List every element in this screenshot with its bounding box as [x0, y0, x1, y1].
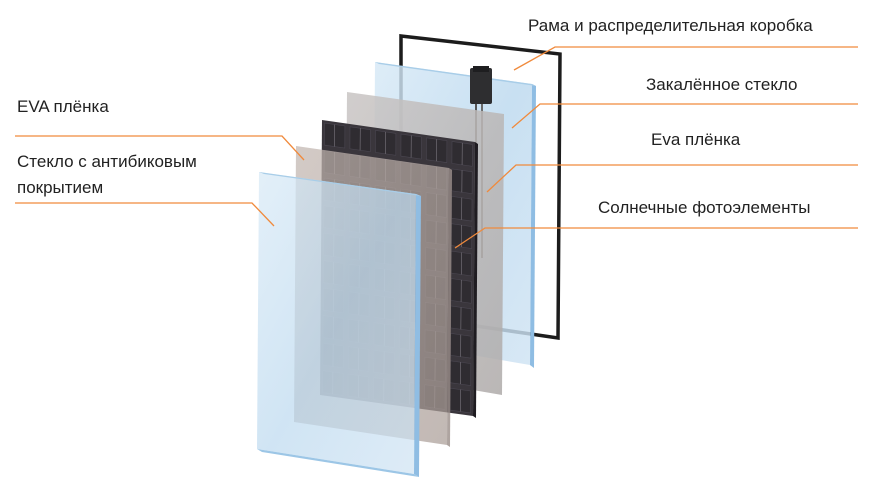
leader-eva-front — [15, 135, 305, 161]
label-ar-glass-line1: Стекло с антибиковым — [17, 152, 197, 171]
label-ar-glass-line2: покрытием — [17, 178, 103, 197]
label-eva-back: Eva плёнка — [651, 130, 741, 149]
label-frame-junction: Рама и распределительная коробка — [528, 16, 813, 35]
leader-ar-glass — [15, 202, 275, 227]
label-tempered-glass: Закалённое стекло — [646, 75, 798, 94]
leader-tempered-glass — [511, 103, 858, 129]
junction-box-icon — [470, 68, 492, 104]
leader-lines — [15, 46, 858, 249]
leader-frame-junction — [513, 46, 858, 71]
leader-eva-back — [486, 164, 858, 193]
anti-reflective-glass-layer — [257, 172, 421, 477]
label-solar-cells: Солнечные фотоэлементы — [598, 198, 811, 217]
leader-solar-cells — [454, 227, 858, 249]
label-eva-front: EVA плёнка — [17, 97, 109, 116]
